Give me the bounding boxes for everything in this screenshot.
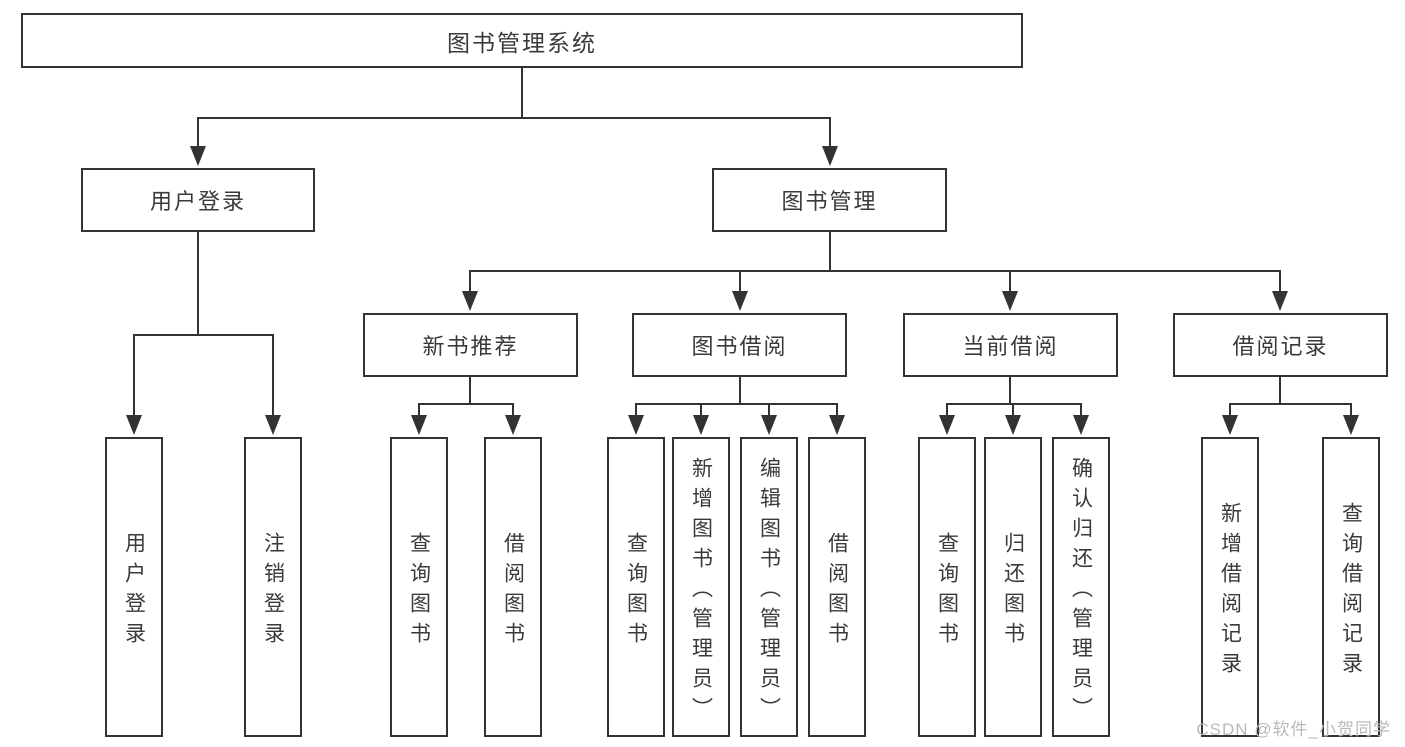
leaf-user-login: 用户登录: [105, 437, 163, 737]
leaf-query-borrow-record: 查询借阅记录: [1322, 437, 1380, 737]
node-borrow-records: 借阅记录: [1173, 313, 1388, 377]
leaf-add-books-admin: 新增图书（管理员）: [672, 437, 730, 737]
leaf-add-borrow-record: 新增借阅记录: [1201, 437, 1259, 737]
leaf-confirm-return-admin: 确认归还（管理员）: [1052, 437, 1110, 737]
leaf-confirm-return-admin-label: 确认归还（管理员）: [1069, 456, 1093, 727]
node-book-management-label: 图书管理: [781, 189, 878, 214]
node-root: 图书管理系统: [21, 13, 1023, 68]
leaf-query-books-1: 查询图书: [390, 437, 448, 737]
leaf-borrow-books-1-label: 借阅图书: [501, 531, 525, 652]
leaf-logout-label: 注销登录: [261, 531, 285, 652]
leaf-add-borrow-record-label: 新增借阅记录: [1218, 501, 1242, 682]
leaf-edit-books-admin-label: 编辑图书（管理员）: [757, 456, 781, 727]
node-book-borrow: 图书借阅: [632, 313, 847, 377]
node-book-management: 图书管理: [712, 168, 947, 232]
leaf-query-books-1-label: 查询图书: [407, 531, 431, 652]
node-new-book-recommend: 新书推荐: [363, 313, 578, 377]
leaf-edit-books-admin: 编辑图书（管理员）: [740, 437, 798, 737]
leaf-query-books-2-label: 查询图书: [624, 531, 648, 652]
leaf-query-books-3-label: 查询图书: [935, 531, 959, 652]
watermark: CSDN @软件_小贺同学: [1196, 720, 1391, 739]
leaf-borrow-books-2: 借阅图书: [808, 437, 866, 737]
node-book-borrow-label: 图书借阅: [691, 334, 788, 359]
leaf-add-books-admin-label: 新增图书（管理员）: [689, 456, 713, 727]
leaf-return-books: 归还图书: [984, 437, 1042, 737]
leaf-return-books-label: 归还图书: [1001, 531, 1025, 652]
leaf-query-books-3: 查询图书: [918, 437, 976, 737]
node-current-borrow: 当前借阅: [903, 313, 1118, 377]
node-new-book-recommend-label: 新书推荐: [422, 334, 519, 359]
node-user-login: 用户登录: [81, 168, 315, 232]
arrowheads: [126, 146, 1359, 435]
leaf-logout: 注销登录: [244, 437, 302, 737]
leaf-query-borrow-record-label: 查询借阅记录: [1339, 501, 1363, 682]
node-borrow-records-label: 借阅记录: [1232, 334, 1329, 359]
leaf-borrow-books-2-label: 借阅图书: [825, 531, 849, 652]
leaf-borrow-books-1: 借阅图书: [484, 437, 542, 737]
leaf-query-books-2: 查询图书: [607, 437, 665, 737]
node-root-label: 图书管理系统: [447, 29, 597, 56]
leaf-user-login-label: 用户登录: [122, 531, 146, 652]
node-user-login-label: 用户登录: [149, 189, 246, 214]
node-current-borrow-label: 当前借阅: [962, 334, 1059, 359]
